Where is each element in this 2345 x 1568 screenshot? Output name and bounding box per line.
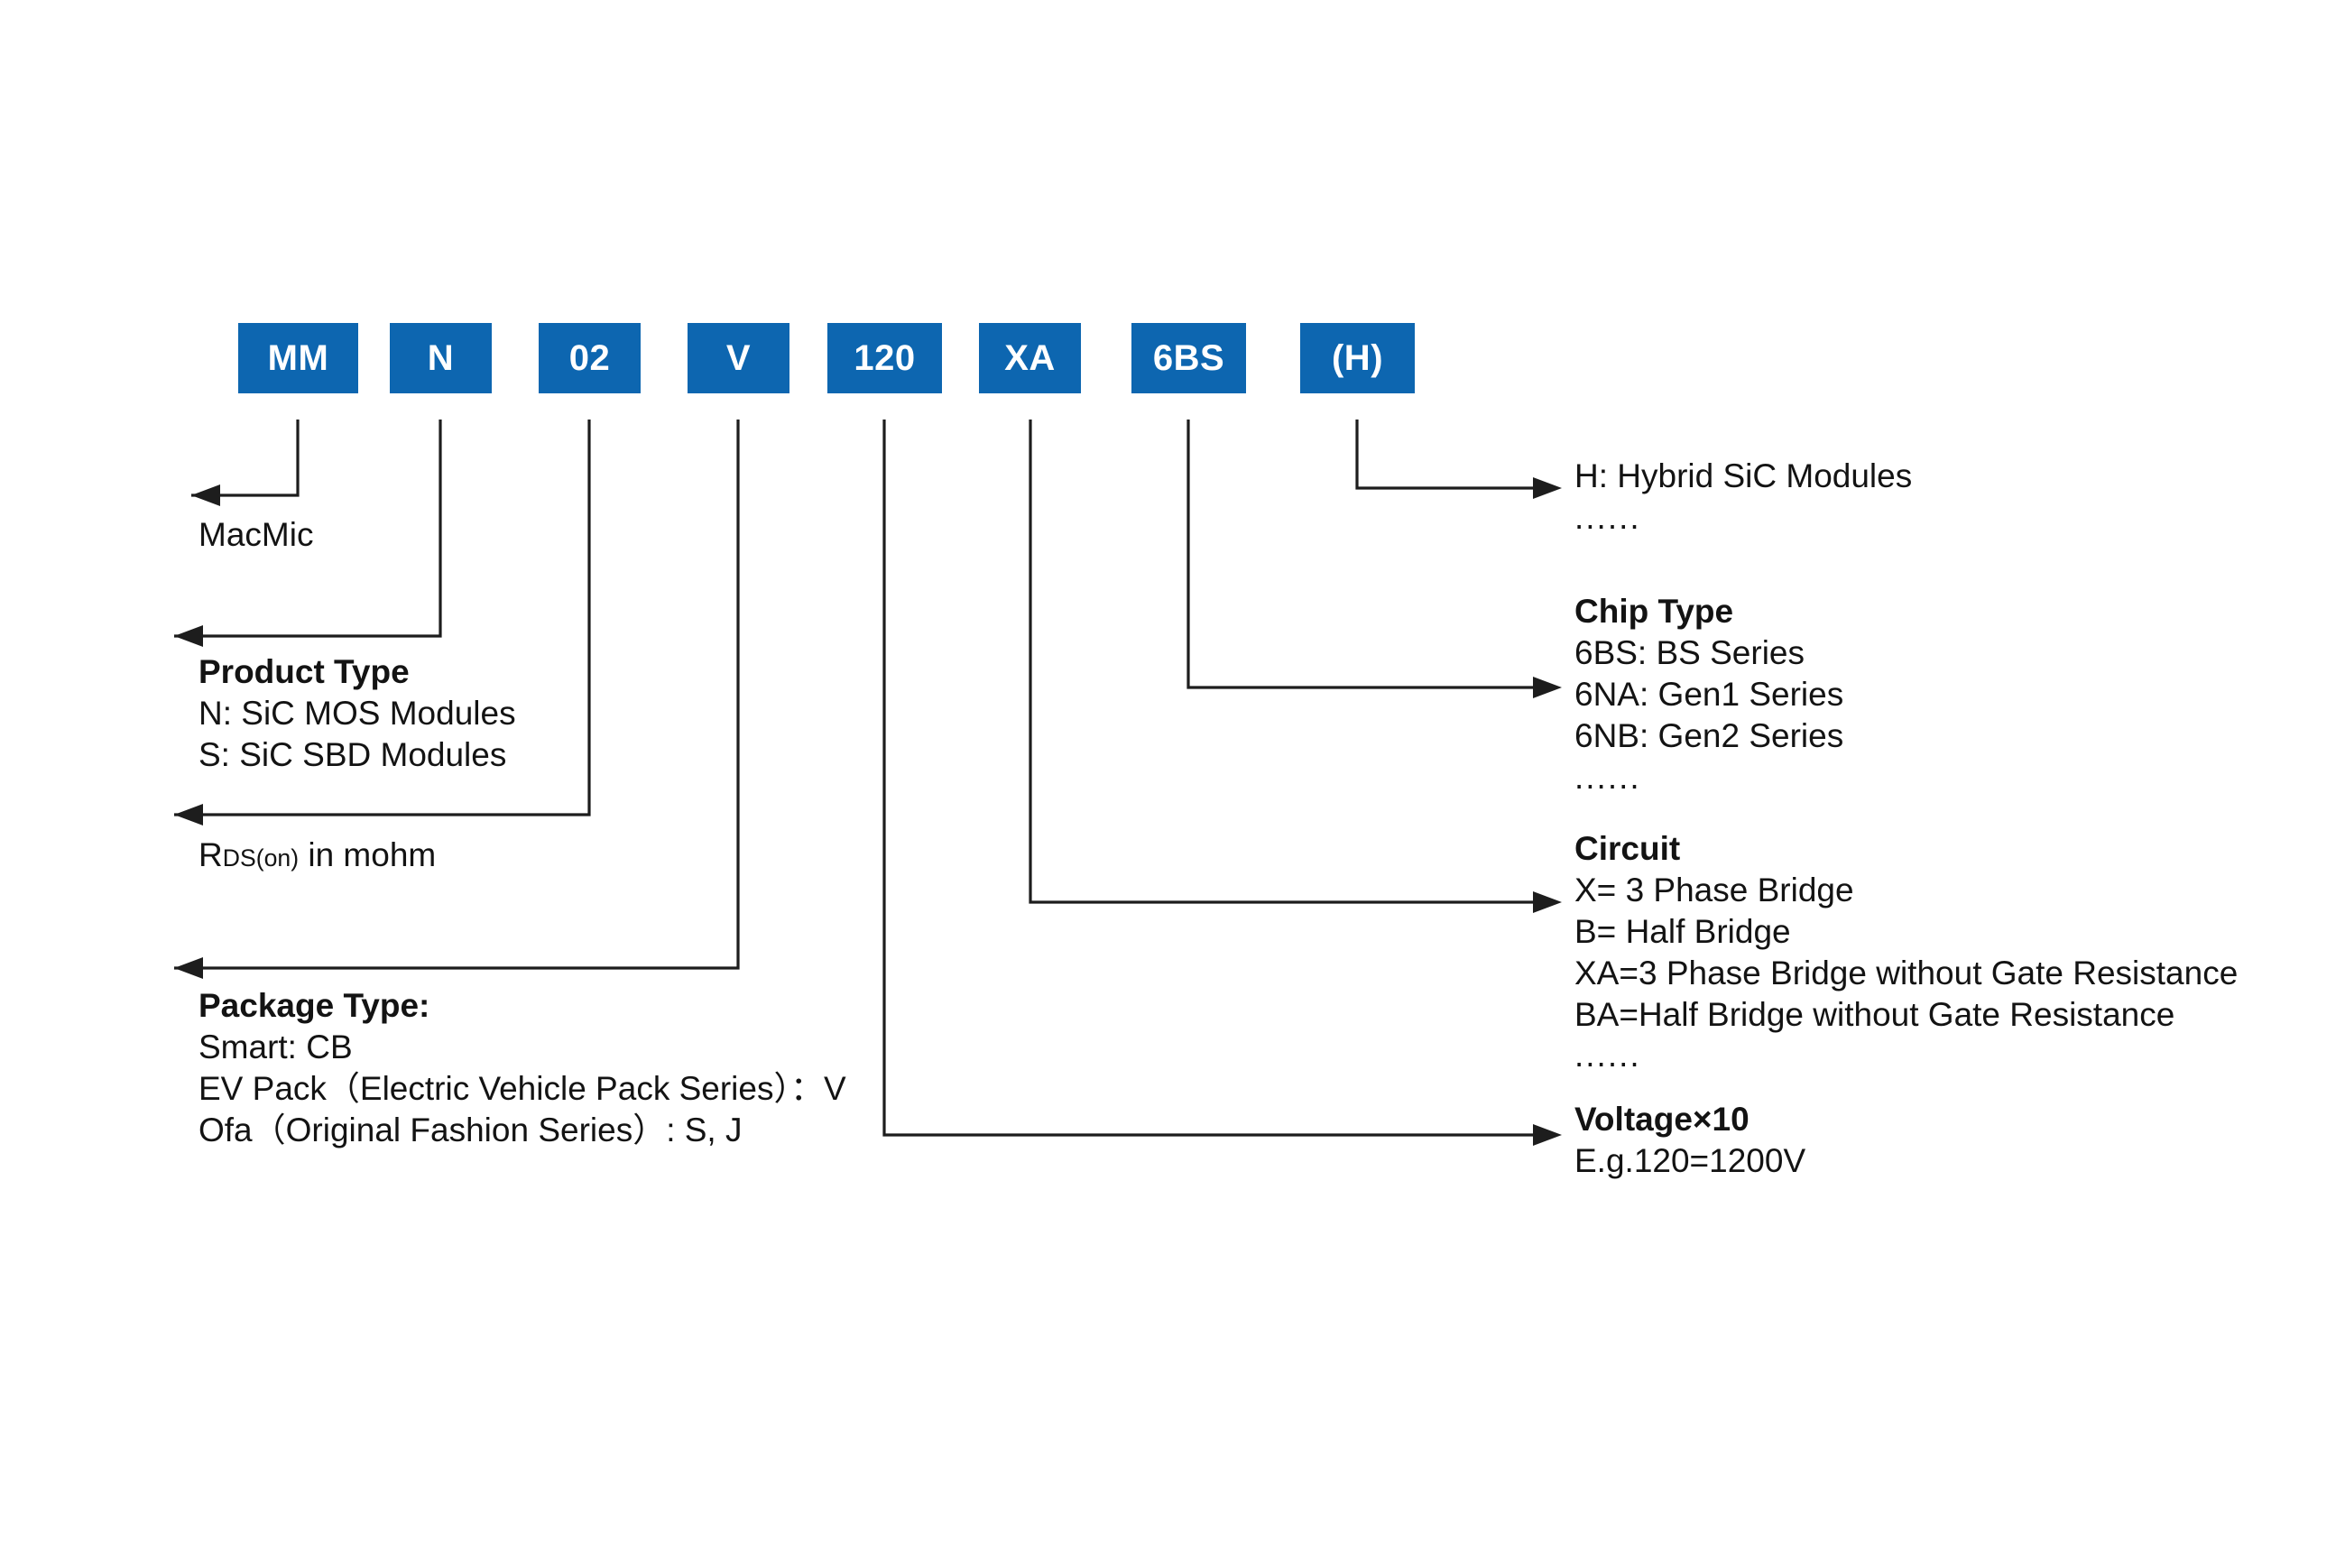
note-rdson: RDS(on) in mohm bbox=[198, 835, 436, 876]
note-package-type: Package Type: Smart: CB EV Pack（Electric… bbox=[198, 985, 846, 1151]
code-box-mm-label: MM bbox=[267, 338, 329, 378]
note-voltage-line-1: E.g.120=1200V bbox=[1574, 1141, 1806, 1179]
note-brand: MacMic bbox=[198, 514, 313, 556]
leader-h bbox=[1355, 420, 1562, 499]
note-product-type-line-1: N: SiC MOS Modules bbox=[198, 694, 516, 732]
note-rdson-prefix: R bbox=[198, 836, 223, 873]
note-voltage-heading: Voltage×10 bbox=[1574, 1101, 1750, 1138]
leader-mm bbox=[191, 420, 300, 506]
leader-xa bbox=[1029, 420, 1562, 913]
note-circuit-line-3: XA=3 Phase Bridge without Gate Resistanc… bbox=[1574, 954, 2239, 992]
code-box-120-label: 120 bbox=[854, 338, 916, 378]
note-hybrid-line-1: H: Hybrid SiC Modules bbox=[1574, 457, 1913, 494]
code-box-h[interactable]: (H) bbox=[1300, 323, 1415, 393]
code-box-6bs-label: 6BS bbox=[1152, 338, 1225, 378]
code-box-120[interactable]: 120 bbox=[827, 323, 942, 393]
note-circuit-line-1: X= 3 Phase Bridge bbox=[1574, 871, 1854, 909]
note-package-type-line-2: EV Pack（Electric Vehicle Pack Series）：V bbox=[198, 1069, 846, 1107]
code-box-xa-label: XA bbox=[1004, 338, 1056, 378]
note-circuit-heading: Circuit bbox=[1574, 830, 1681, 867]
code-box-xa[interactable]: XA bbox=[979, 323, 1081, 393]
note-rdson-line: RDS(on) in mohm bbox=[198, 835, 436, 876]
code-box-v-label: V bbox=[725, 338, 752, 378]
note-circuit: Circuit X= 3 Phase Bridge B= Half Bridge… bbox=[1574, 828, 2238, 1076]
code-box-02[interactable]: 02 bbox=[539, 323, 641, 393]
code-box-n[interactable]: N bbox=[390, 323, 492, 393]
note-chip-type: Chip Type 6BS: BS Series 6NA: Gen1 Serie… bbox=[1574, 591, 1843, 798]
note-product-type-line-2: S: SiC SBD Modules bbox=[198, 735, 507, 773]
note-chip-type-line-2: 6NA: Gen1 Series bbox=[1574, 675, 1844, 713]
note-chip-type-line-1: 6BS: BS Series bbox=[1574, 633, 1805, 671]
note-circuit-line-2: B= Half Bridge bbox=[1574, 912, 1791, 950]
note-circuit-line-4: BA=Half Bridge without Gate Resistance bbox=[1574, 995, 2175, 1033]
code-box-n-label: N bbox=[427, 338, 455, 378]
note-hybrid: H: Hybrid SiC Modules ...... bbox=[1574, 456, 1912, 539]
note-chip-type-ellipsis: ...... bbox=[1574, 758, 1641, 796]
note-chip-type-heading: Chip Type bbox=[1574, 593, 1734, 630]
code-box-h-label: (H) bbox=[1331, 338, 1384, 378]
leader-120 bbox=[882, 420, 1562, 1146]
note-rdson-suffix: in mohm bbox=[299, 836, 437, 873]
code-box-6bs[interactable]: 6BS bbox=[1131, 323, 1246, 393]
code-box-mm[interactable]: MM bbox=[238, 323, 358, 393]
note-rdson-subscript: DS(on) bbox=[222, 844, 300, 872]
note-brand-line: MacMic bbox=[198, 516, 314, 553]
note-package-type-heading: Package Type: bbox=[198, 987, 430, 1024]
note-hybrid-ellipsis: ...... bbox=[1574, 498, 1641, 536]
note-package-type-line-1: Smart: CB bbox=[198, 1028, 353, 1065]
code-box-02-label: 02 bbox=[568, 338, 611, 378]
note-voltage: Voltage×10 E.g.120=1200V bbox=[1574, 1099, 1805, 1182]
note-circuit-ellipsis: ...... bbox=[1574, 1037, 1641, 1075]
code-box-v[interactable]: V bbox=[688, 323, 789, 393]
leader-6bs bbox=[1186, 420, 1562, 698]
note-product-type-heading: Product Type bbox=[198, 653, 410, 690]
note-chip-type-line-3: 6NB: Gen2 Series bbox=[1574, 716, 1844, 754]
note-product-type: Product Type N: SiC MOS Modules S: SiC S… bbox=[198, 651, 516, 776]
note-package-type-line-3: Ofa（Original Fashion Series）: S, J bbox=[198, 1111, 743, 1148]
